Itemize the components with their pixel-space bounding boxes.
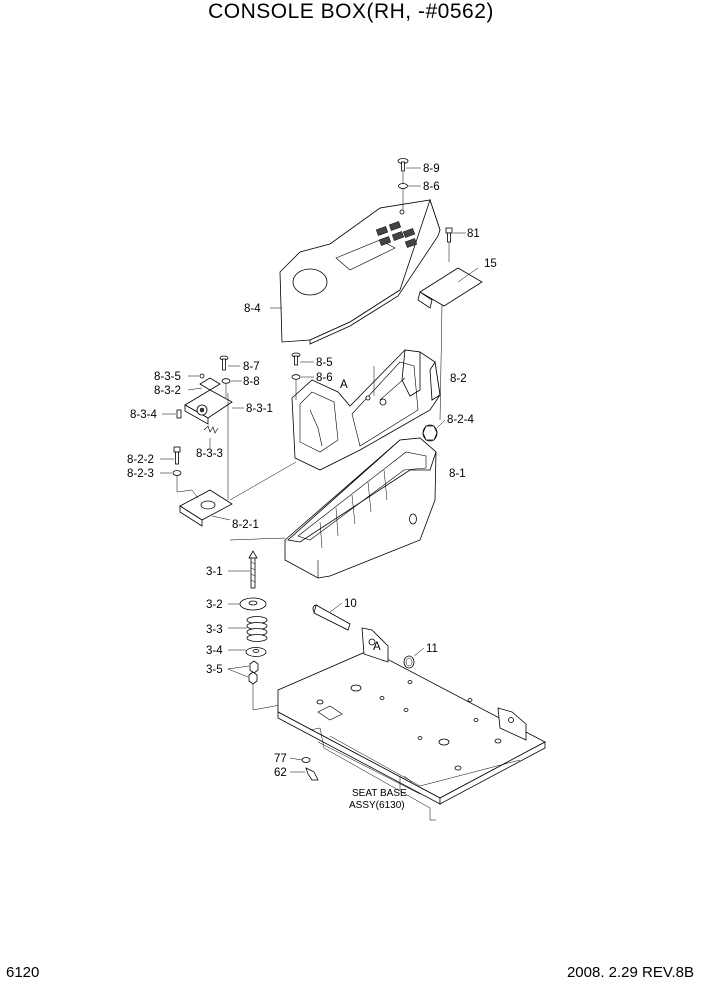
bolt-8-7 xyxy=(219,355,240,371)
callout-62: 62 xyxy=(274,767,287,779)
washer-8-6-top xyxy=(398,183,421,189)
callout-11: 11 xyxy=(426,643,438,655)
bolt-81 xyxy=(445,227,466,262)
callout-8-4: 8-4 xyxy=(244,303,261,315)
callout-8-3-1: 8-3-1 xyxy=(246,403,273,415)
callout-81: 81 xyxy=(467,228,480,240)
plate-8-3-2 xyxy=(187,377,221,391)
screw-8-3-4 xyxy=(162,409,182,419)
callout-8-6-top: 8-6 xyxy=(423,181,440,193)
callout-8-3-2: 8-3-2 xyxy=(154,385,181,397)
callout-3-5: 3-5 xyxy=(206,664,223,676)
callout-8-7: 8-7 xyxy=(243,361,260,373)
console-frame-part xyxy=(291,349,441,471)
callout-8-3-4: 8-3-4 xyxy=(130,409,157,421)
callout-a-top: A xyxy=(340,379,348,391)
bracket-8-3-1 xyxy=(184,389,244,425)
bracket-8-2-1 xyxy=(176,489,233,527)
callout-77: 77 xyxy=(274,753,287,765)
console-cover-part xyxy=(279,198,441,345)
ring-11 xyxy=(403,647,425,669)
console-box-part xyxy=(284,437,437,579)
bolt-3-1 xyxy=(228,550,258,589)
callout-8-3-3: 8-3-3 xyxy=(196,448,223,460)
spring-8-3-3 xyxy=(203,425,219,448)
screw-8-9 xyxy=(397,158,421,210)
callout-8-1: 8-1 xyxy=(449,468,466,480)
callout-8-2-3: 8-2-3 xyxy=(127,468,154,480)
washer-3-2 xyxy=(228,597,267,611)
callout-8-2: 8-2 xyxy=(450,373,467,385)
seat-base-label-line1: SEAT BASE xyxy=(352,788,407,799)
seat-base-part xyxy=(277,627,546,821)
bracket-15 xyxy=(417,267,483,309)
bolt-8-5 xyxy=(291,352,314,366)
washer-77 xyxy=(289,757,311,763)
callout-8-9: 8-9 xyxy=(423,163,440,175)
seat-base-label-line2: ASSY(6130) xyxy=(349,800,405,811)
callout-a-bottom: A xyxy=(373,641,381,653)
nut-8-3-5 xyxy=(188,373,205,379)
callout-3-3: 3-3 xyxy=(206,624,223,636)
callout-3-2: 3-2 xyxy=(206,599,223,611)
spring-3-3 xyxy=(228,616,268,642)
nut-3-5 xyxy=(227,660,259,685)
bolt-8-2-2 xyxy=(160,446,181,465)
callout-8-2-1: 8-2-1 xyxy=(232,519,259,531)
page-title: CONSOLE BOX(RH, -#0562) xyxy=(208,0,494,23)
callout-8-6-mid: 8-6 xyxy=(316,372,333,384)
washer-3-4 xyxy=(228,647,267,657)
callout-10: 10 xyxy=(344,598,357,610)
callout-15: 15 xyxy=(484,258,497,270)
callout-8-3-5: 8-3-5 xyxy=(154,371,181,383)
washer-8-2-3 xyxy=(160,470,182,492)
callout-3-1: 3-1 xyxy=(206,566,223,578)
bushing-8-2-4 xyxy=(422,419,446,442)
callout-8-8: 8-8 xyxy=(243,376,260,388)
washer-8-6-mid xyxy=(291,374,314,400)
callout-3-4: 3-4 xyxy=(206,645,223,657)
callout-8-2-4: 8-2-4 xyxy=(447,414,474,426)
washer-8-8 xyxy=(221,378,242,398)
page-number: 6120 xyxy=(6,964,40,981)
callout-8-2-2: 8-2-2 xyxy=(127,454,154,466)
revision-date: 2008. 2.29 REV.8B xyxy=(566,964,694,981)
pin-10 xyxy=(312,602,351,631)
bolt-62 xyxy=(290,767,319,781)
callout-8-5: 8-5 xyxy=(316,357,333,369)
